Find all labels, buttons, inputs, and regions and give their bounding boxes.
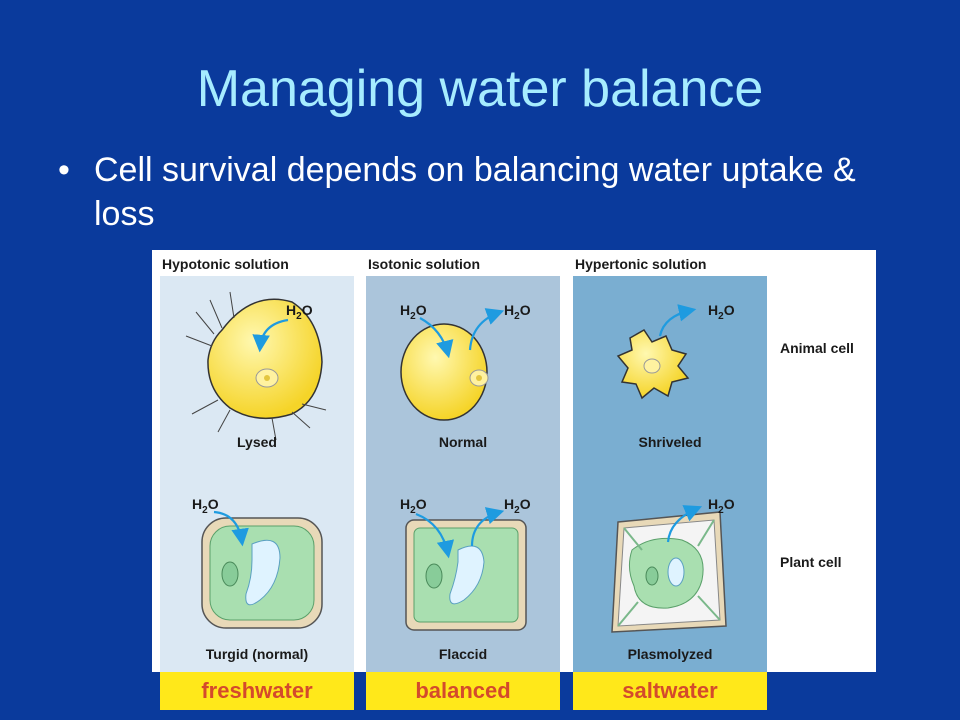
plasmolyzed-plant-cell <box>611 511 727 633</box>
flaccid-plant-cell <box>405 519 527 631</box>
animal-cell-row-label: Animal cell <box>780 340 854 356</box>
shriveled-animal-cell <box>616 329 690 400</box>
lysed-label: Lysed <box>237 434 277 450</box>
h2o-label: H2O <box>504 496 531 516</box>
h2o-label: H2O <box>708 302 735 322</box>
shriveled-label: Shriveled <box>638 434 702 450</box>
plant-cell-row-label: Plant cell <box>780 554 842 570</box>
saltwater-tag: saltwater <box>573 672 767 710</box>
osmosis-figure: Hypotonic solution Isotonic solution Hyp… <box>152 250 876 672</box>
h2o-label: H2O <box>400 302 427 322</box>
balanced-tag: balanced <box>366 672 560 710</box>
slide-title: Managing water balance <box>196 60 764 118</box>
h2o-label: H2O <box>504 302 531 322</box>
freshwater-tag: freshwater <box>160 672 354 710</box>
plasmolyzed-label: Plasmolyzed <box>627 646 713 662</box>
h2o-label: H2O <box>400 496 427 516</box>
flaccid-label: Flaccid <box>438 646 488 662</box>
turgid-label: Turgid (normal) <box>205 646 309 662</box>
hypertonic-header: Hypertonic solution <box>575 256 707 272</box>
normal-animal-cell <box>400 323 489 421</box>
cell-illustrations <box>185 291 727 633</box>
bullet-text: Cell survival depends on balancing water… <box>94 151 856 233</box>
h2o-label: H2O <box>192 496 219 516</box>
water-arrows <box>213 304 703 559</box>
normal-label: Normal <box>438 434 488 450</box>
lysed-animal-cell <box>185 291 327 441</box>
isotonic-header: Isotonic solution <box>368 256 480 272</box>
turgid-plant-cell <box>201 517 323 629</box>
hypotonic-header: Hypotonic solution <box>162 256 289 272</box>
bullet-point: • Cell survival depends on balancing wat… <box>58 148 918 236</box>
h2o-label: H2O <box>708 496 735 516</box>
h2o-label: H2O <box>286 302 313 322</box>
bullet-marker: • <box>58 151 70 189</box>
